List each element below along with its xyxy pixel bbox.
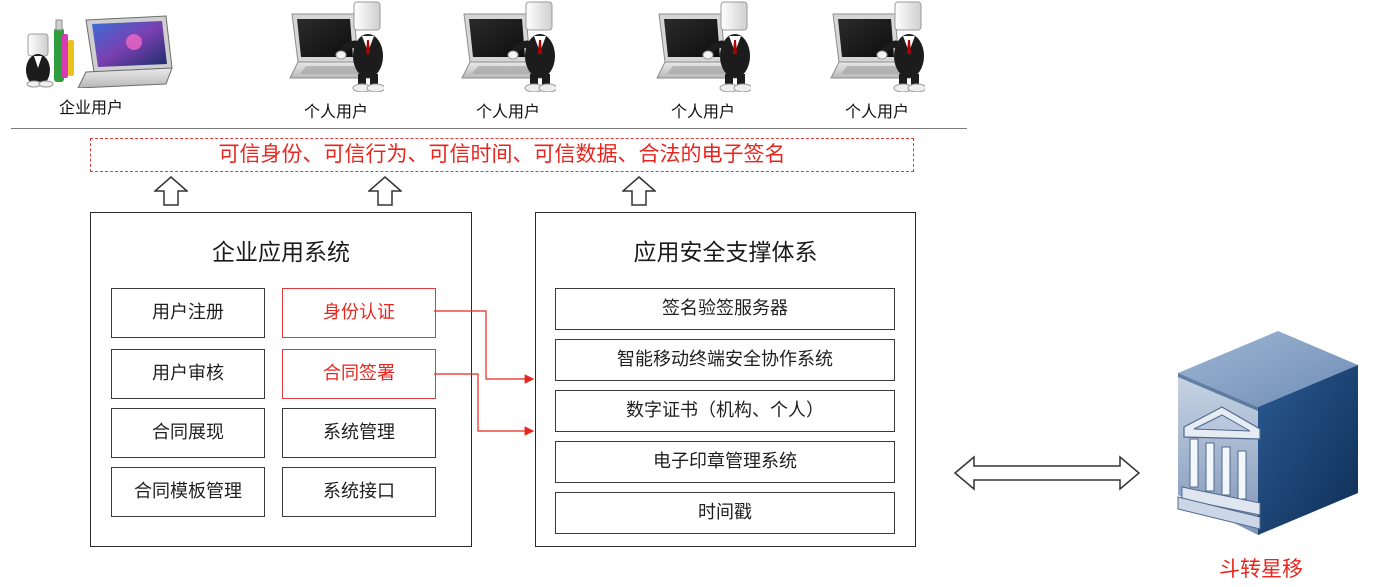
security-system-title: 应用安全支撑体系 [633, 240, 818, 266]
up-arrow-icon [622, 176, 656, 206]
personal-user-icon [460, 0, 556, 92]
personal-user-2: 个人用户 [433, 0, 583, 122]
module-contract-display: 合同展现 [111, 408, 265, 458]
service-digital-certificate: 数字证书（机构、个人） [555, 390, 895, 432]
module-identity-authentication: 身份认证 [282, 288, 436, 338]
personal-user-label: 个人用户 [844, 102, 909, 121]
auth-to-security-arrow [434, 310, 535, 384]
personal-user-4: 个人用户 [802, 0, 952, 122]
user-divider-line [11, 128, 967, 129]
service-signature-verification-server: 签名验签服务器 [555, 288, 895, 330]
service-timestamp: 时间戳 [555, 492, 895, 534]
bidirectional-arrow-icon [954, 455, 1140, 491]
connector-arrows [434, 310, 535, 436]
module-system-management: 系统管理 [282, 408, 436, 458]
module-contract-template-management: 合同模板管理 [111, 467, 265, 517]
enterprise-system-title: 企业应用系统 [212, 240, 350, 266]
enterprise-system-panel: 企业应用系统 用户注册 身份认证 用户审核 合同签署 合同展现 系统管理 合同模… [90, 212, 472, 547]
security-system-panel: 应用安全支撑体系 签名验签服务器 智能移动终端安全协作系统 数字证书（机构、个人… [535, 212, 916, 547]
module-contract-signing: 合同签署 [282, 349, 436, 399]
personal-user-3: 个人用户 [628, 0, 778, 122]
module-user-review: 用户审核 [111, 349, 265, 399]
personal-user-label: 个人用户 [475, 102, 540, 121]
enterprise-user-icon [26, 15, 173, 88]
ca-label: 斗转星移 [1219, 557, 1303, 581]
signing-to-security-arrow [434, 373, 535, 436]
personal-user-icon [655, 0, 751, 92]
personal-user-1: 个人用户 [261, 0, 411, 122]
module-system-interface: 系统接口 [282, 467, 436, 517]
service-mobile-terminal-security: 智能移动终端安全协作系统 [555, 339, 895, 381]
module-user-registration: 用户注册 [111, 288, 265, 338]
ca-server-building-icon [1177, 331, 1358, 535]
trust-banner: 可信身份、可信行为、可信时间、可信数据、合法的电子签名 [90, 138, 914, 172]
service-electronic-seal-management: 电子印章管理系统 [555, 441, 895, 483]
up-arrow-icon [154, 176, 188, 206]
personal-user-icon [288, 0, 384, 92]
personal-user-label: 个人用户 [670, 102, 735, 121]
enterprise-user: 企业用户 [16, 14, 173, 118]
enterprise-user-label: 企业用户 [58, 98, 123, 117]
personal-user-icon [829, 0, 925, 92]
personal-user-label: 个人用户 [303, 102, 368, 121]
up-arrow-icon [368, 176, 402, 206]
